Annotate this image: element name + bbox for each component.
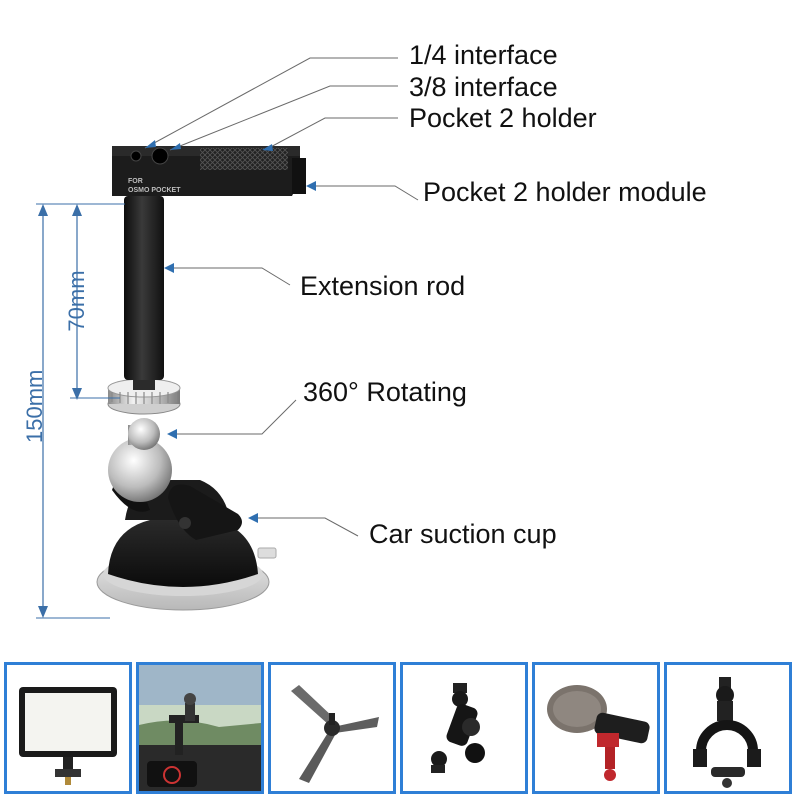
holder-mesh-pad [200, 148, 288, 170]
engraving-line2: OSMO POCKET [128, 187, 181, 194]
dim-rod-length: 70mm [64, 270, 89, 332]
label-three-eighths-interface: 3/8 interface [409, 72, 558, 102]
car-dashboard-icon [139, 665, 261, 791]
accessory-tile-clamp[interactable] [664, 662, 792, 794]
microphone-icon [547, 685, 650, 781]
suction-cup-mount: FOR OSMO POCKET [96, 146, 306, 611]
leader-arrows [145, 140, 316, 523]
label-holder-module: Pocket 2 holder module [423, 177, 707, 207]
tripod-icon [291, 685, 379, 783]
clamp-icon [693, 677, 761, 788]
label-rotating: 360° Rotating [303, 377, 467, 407]
label-pocket-holder: Pocket 2 holder [409, 103, 597, 133]
accessory-tile-led-light[interactable] [4, 662, 132, 794]
ball-joint [108, 438, 172, 502]
dim-total-height: 150mm [22, 369, 47, 443]
extension-rod [124, 196, 164, 380]
accessory-tile-car-mount[interactable] [136, 662, 264, 794]
accessory-tile-tripod[interactable] [268, 662, 396, 794]
magic-arm-icon [431, 683, 485, 773]
accessory-tile-magic-arm[interactable] [400, 662, 528, 794]
three-eighths-hole [151, 147, 169, 165]
label-quarter-interface: 1/4 interface [409, 40, 558, 70]
led-light-icon [19, 687, 117, 785]
label-suction-cup: Car suction cup [369, 519, 557, 549]
engraving-line1: FOR [128, 178, 143, 185]
dimension-lines [36, 203, 125, 619]
accessory-strip [0, 656, 800, 800]
label-extension-rod: Extension rod [300, 271, 466, 301]
accessory-tile-microphone[interactable] [532, 662, 660, 794]
leader-lines [144, 57, 419, 537]
quarter-hole [130, 150, 142, 162]
suction-cup-body [108, 520, 258, 587]
